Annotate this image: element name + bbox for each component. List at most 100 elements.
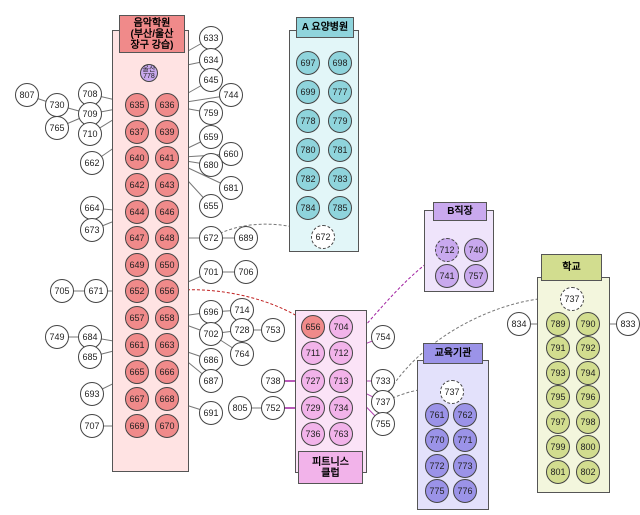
person-node-n780: 780: [296, 138, 320, 162]
school-group: [537, 277, 610, 493]
person-node-n730: 730: [45, 93, 69, 117]
person-node-n744: 744: [219, 83, 243, 107]
person-node-n666: 666: [155, 360, 179, 384]
person-node-s789: 789: [546, 312, 570, 336]
person-node-n693: 693: [80, 382, 104, 406]
person-node-n660: 660: [219, 142, 243, 166]
person-node-s798: 798: [576, 410, 600, 434]
person-node-n759: 759: [199, 101, 223, 125]
person-node-n685: 685: [78, 345, 102, 369]
person-node-n696: 696: [199, 300, 223, 324]
person-node-f729: 729: [301, 396, 325, 420]
person-node-e776: 776: [453, 479, 477, 503]
person-node-n707: 707: [80, 414, 104, 438]
school-title: 학교: [541, 254, 602, 281]
person-node-n645: 645: [199, 68, 223, 92]
person-node-n657: 657: [125, 306, 149, 330]
person-node-n659: 659: [199, 125, 223, 149]
person-node-n777: 777: [328, 80, 352, 104]
person-node-n640: 640: [125, 146, 149, 170]
person-node-s793: 793: [546, 361, 570, 385]
person-node-n665: 665: [125, 360, 149, 384]
person-node-n646: 646: [155, 200, 179, 224]
person-node-n637: 637: [125, 120, 149, 144]
person-node-n737: 737: [371, 390, 395, 414]
person-node-e761: 761: [425, 403, 449, 427]
person-node-n680: 680: [199, 153, 223, 177]
person-node-n712: 712: [435, 238, 459, 262]
person-node-n671: 671: [84, 279, 108, 303]
person-node-n755: 755: [371, 412, 395, 436]
person-node-n757: 757: [464, 264, 488, 288]
person-node-n765: 765: [45, 116, 69, 140]
person-node-n764: 764: [230, 342, 254, 366]
person-node-n728: 728: [230, 318, 254, 342]
person-node-n687: 687: [199, 369, 223, 393]
person-node-n648: 648: [155, 226, 179, 250]
person-node-n697: 697: [296, 51, 320, 75]
person-node-n778: 778: [296, 109, 320, 133]
person-node-n710: 710: [78, 122, 102, 146]
person-node-n706: 706: [234, 260, 258, 284]
person-node-n691: 691: [199, 401, 223, 425]
person-node-e737: 737: [440, 380, 464, 404]
workplace-title: B직장: [433, 202, 487, 221]
person-node-n807: 807: [15, 83, 39, 107]
person-node-n672: 672: [199, 226, 223, 250]
person-node-s802: 802: [576, 460, 600, 484]
person-node-s799: 799: [546, 435, 570, 459]
person-node-n643: 643: [155, 173, 179, 197]
person-node-e762: 762: [453, 403, 477, 427]
person-node-n662: 662: [80, 151, 104, 175]
person-node-e771: 771: [453, 428, 477, 452]
person-node-n783: 783: [328, 167, 352, 191]
person-node-e773: 773: [453, 454, 477, 478]
person-node-s801: 801: [546, 460, 570, 484]
person-node-n667: 667: [125, 387, 149, 411]
person-node-n738: 738: [261, 369, 285, 393]
person-node-n656: 656: [155, 279, 179, 303]
person-node-n785: 785: [328, 196, 352, 220]
person-node-f711: 711: [301, 341, 325, 365]
person-node-s790: 790: [576, 312, 600, 336]
person-node-n834: 834: [507, 312, 531, 336]
person-node-n647: 647: [125, 226, 149, 250]
person-node-n699: 699: [296, 80, 320, 104]
person-node-n701: 701: [199, 260, 223, 284]
person-node-n655: 655: [199, 194, 223, 218]
person-node-n636: 636: [155, 93, 179, 117]
education-title: 교육기관: [423, 343, 483, 364]
person-node-n669: 669: [125, 414, 149, 438]
person-node-s795: 795: [546, 385, 570, 409]
person-node-s791: 791: [546, 336, 570, 360]
person-node-n642: 642: [125, 173, 149, 197]
person-node-f656: 656: [301, 315, 325, 339]
person-node-f712: 712: [329, 341, 353, 365]
person-node-n668: 668: [155, 387, 179, 411]
person-node-n664: 664: [80, 196, 104, 220]
link-n656-f656: [166, 289, 314, 328]
person-node-n833: 833: [616, 312, 640, 336]
person-node-n733: 733: [371, 369, 395, 393]
person-node-n663: 663: [155, 333, 179, 357]
person-node-s797: 797: [546, 410, 570, 434]
person-node-n781: 781: [328, 138, 352, 162]
person-node-n705: 705: [50, 279, 74, 303]
person-node-n672b: 672: [311, 225, 335, 249]
person-node-e770: 770: [425, 428, 449, 452]
person-node-s796: 796: [576, 385, 600, 409]
person-node-n779: 779: [328, 109, 352, 133]
person-node-s792: 792: [576, 336, 600, 360]
person-node-s737: 737: [560, 287, 584, 311]
person-node-n641: 641: [155, 146, 179, 170]
person-node-s800: 800: [576, 435, 600, 459]
person-node-n673: 673: [80, 218, 104, 242]
person-node-n650: 650: [155, 253, 179, 277]
person-node-n633: 633: [199, 26, 223, 50]
person-node-n753: 753: [261, 318, 285, 342]
person-node-s794: 794: [576, 361, 600, 385]
person-node-n661: 661: [125, 333, 149, 357]
